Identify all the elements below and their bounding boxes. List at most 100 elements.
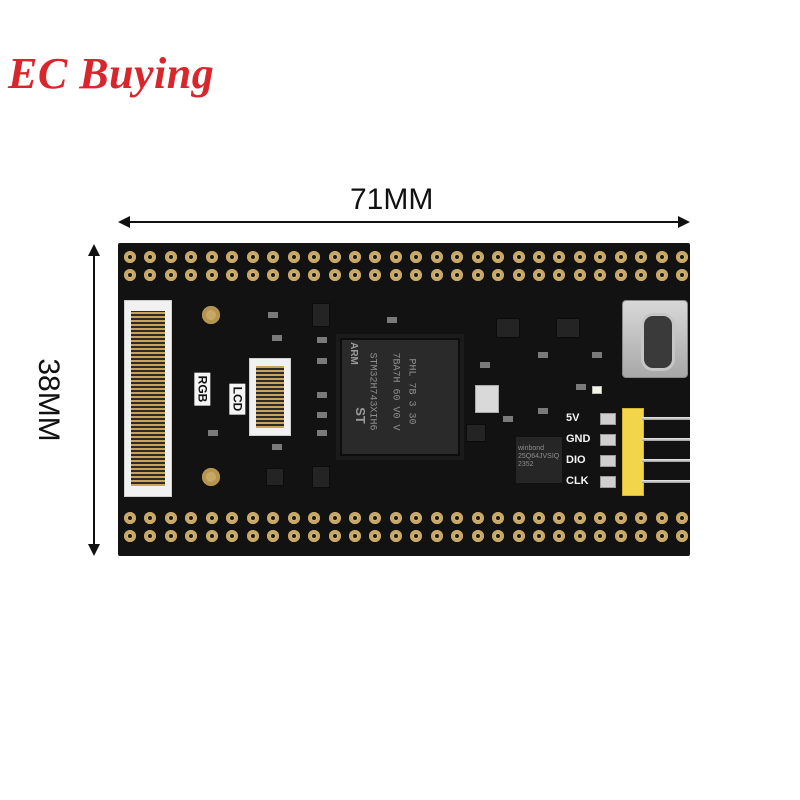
width-dimension-label: 71MM bbox=[350, 183, 434, 216]
pin-hole bbox=[553, 512, 566, 524]
header-pad bbox=[600, 455, 616, 467]
pin-hole bbox=[246, 269, 259, 281]
pin-hole bbox=[594, 251, 607, 263]
regulator-chip bbox=[556, 318, 580, 338]
pin-hole bbox=[430, 269, 443, 281]
pin-hole bbox=[533, 251, 545, 263]
pin-hole bbox=[348, 251, 361, 263]
pin-hole bbox=[267, 512, 280, 524]
header-pin bbox=[642, 438, 690, 441]
resistor bbox=[503, 416, 513, 422]
pin-hole bbox=[471, 530, 484, 542]
pin-hole bbox=[328, 512, 341, 524]
pin-hole bbox=[451, 530, 464, 542]
pin-hole bbox=[553, 251, 566, 263]
flash-chip bbox=[515, 436, 563, 484]
pin-hole bbox=[594, 512, 607, 524]
pin-hole bbox=[614, 512, 627, 524]
header-pin bbox=[642, 480, 690, 483]
pin-hole bbox=[389, 251, 402, 263]
pin-hole bbox=[185, 269, 198, 281]
pin-hole bbox=[328, 530, 341, 542]
pin-hole bbox=[308, 512, 321, 524]
pin-hole bbox=[533, 269, 545, 281]
pin-hole bbox=[635, 530, 648, 542]
pin-header-body bbox=[622, 408, 644, 496]
pin-hole bbox=[471, 269, 484, 281]
pin-hole bbox=[512, 512, 525, 524]
pin-hole bbox=[246, 512, 259, 524]
lcd-fpc-connector bbox=[249, 358, 291, 436]
pin-hole bbox=[348, 269, 361, 281]
pin-hole bbox=[451, 269, 464, 281]
pin-hole bbox=[573, 251, 586, 263]
pin-hole bbox=[348, 512, 361, 524]
header-pad bbox=[600, 434, 616, 446]
pin-label-dio: DIO bbox=[566, 454, 586, 466]
resistor bbox=[538, 408, 548, 414]
resistor bbox=[317, 430, 327, 436]
pin-hole bbox=[430, 512, 443, 524]
pin-hole bbox=[226, 530, 239, 542]
pin-hole bbox=[471, 251, 484, 263]
pin-hole bbox=[287, 512, 300, 524]
pin-hole bbox=[573, 530, 586, 542]
flash-brand: winbond bbox=[518, 445, 545, 452]
pin-hole bbox=[328, 269, 341, 281]
pin-hole bbox=[287, 251, 300, 263]
pin-hole bbox=[635, 251, 648, 263]
pin-hole bbox=[573, 512, 586, 524]
pin-hole bbox=[492, 530, 505, 542]
resistor bbox=[576, 384, 586, 390]
pin-hole bbox=[676, 530, 689, 542]
pin-hole bbox=[553, 269, 566, 281]
pin-hole bbox=[226, 269, 239, 281]
transistor bbox=[266, 468, 284, 486]
pin-hole bbox=[267, 251, 280, 263]
usb-c-port bbox=[622, 300, 688, 378]
pin-hole bbox=[144, 530, 157, 542]
pin-hole bbox=[287, 269, 300, 281]
resistor bbox=[272, 335, 282, 341]
pin-hole bbox=[389, 530, 402, 542]
pin-hole bbox=[164, 251, 177, 263]
pin-hole bbox=[144, 251, 157, 263]
pin-hole bbox=[655, 530, 668, 542]
rgb-fpc-connector bbox=[124, 300, 172, 497]
resistor bbox=[538, 352, 548, 358]
pin-hole bbox=[185, 530, 198, 542]
pin-hole bbox=[124, 251, 136, 263]
arm-logo: ARM bbox=[347, 342, 359, 365]
pin-hole bbox=[124, 512, 136, 524]
pin-hole bbox=[185, 251, 198, 263]
pin-hole bbox=[124, 530, 136, 542]
pin-hole bbox=[369, 530, 382, 542]
pin-hole bbox=[492, 251, 505, 263]
pin-hole bbox=[594, 269, 607, 281]
resistor bbox=[208, 430, 218, 436]
pin-hole bbox=[594, 530, 607, 542]
header-pin bbox=[642, 459, 690, 462]
resistor bbox=[317, 358, 327, 364]
pin-hole bbox=[389, 512, 402, 524]
pin-hole bbox=[655, 251, 668, 263]
mcu-chip bbox=[340, 338, 460, 456]
pin-hole bbox=[246, 251, 259, 263]
pin-hole bbox=[512, 530, 525, 542]
pin-hole bbox=[205, 512, 218, 524]
transistor bbox=[312, 466, 330, 488]
pin-hole bbox=[430, 251, 443, 263]
pin-hole bbox=[205, 530, 218, 542]
pin-hole bbox=[676, 251, 689, 263]
pin-hole bbox=[410, 251, 423, 263]
lcd-silkscreen-label: LCD bbox=[229, 383, 246, 415]
pin-hole bbox=[410, 512, 423, 524]
pin-hole bbox=[676, 512, 689, 524]
pin-hole bbox=[655, 269, 668, 281]
pin-hole bbox=[287, 530, 300, 542]
pin-hole bbox=[308, 251, 321, 263]
header-pad bbox=[600, 413, 616, 425]
mcu-marking-line3: PHL 7B 3 30 bbox=[405, 358, 417, 425]
flash-code: 2352 bbox=[518, 461, 534, 468]
pin-hole bbox=[492, 512, 505, 524]
